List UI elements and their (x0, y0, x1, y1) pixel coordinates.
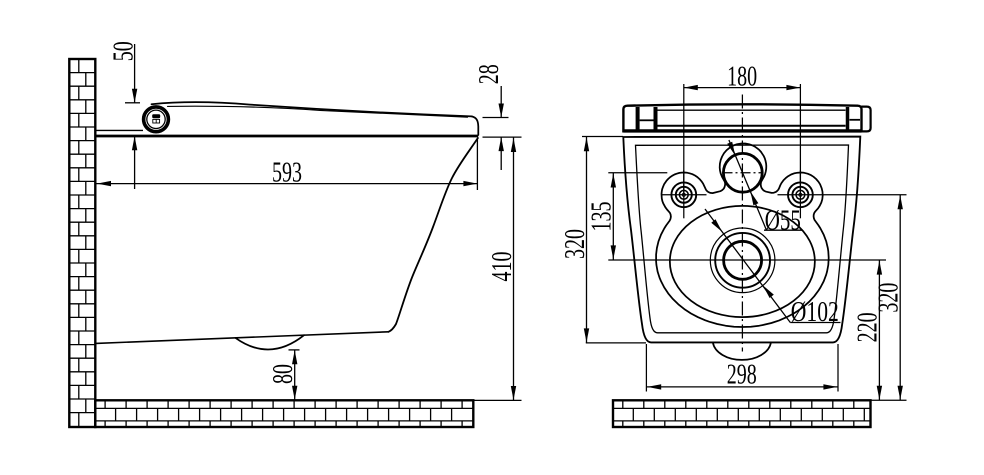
svg-text:320: 320 (559, 229, 591, 259)
svg-text:220: 220 (852, 312, 884, 342)
svg-text:50: 50 (107, 41, 139, 61)
svg-text:320: 320 (873, 283, 905, 313)
svg-text:80: 80 (267, 364, 299, 384)
svg-text:28: 28 (473, 64, 505, 84)
svg-text:410: 410 (486, 252, 518, 282)
svg-text:Ø55: Ø55 (765, 204, 801, 236)
svg-text:298: 298 (727, 359, 757, 391)
svg-text:180: 180 (727, 60, 757, 92)
svg-text:593: 593 (272, 156, 302, 188)
svg-text:Ø102: Ø102 (791, 296, 839, 328)
svg-text:135: 135 (586, 202, 618, 232)
